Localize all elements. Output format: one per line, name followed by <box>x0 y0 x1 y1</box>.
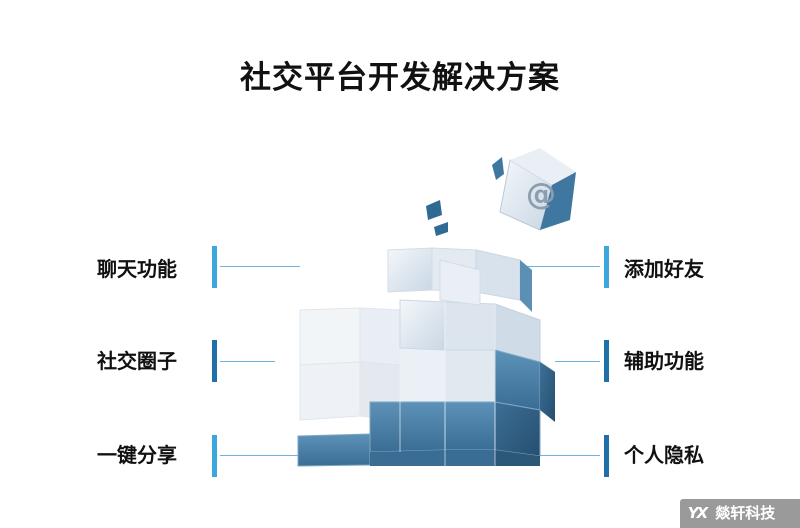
feature-privacy-bar <box>604 435 609 477</box>
svg-text:@: @ <box>526 177 556 212</box>
brand-logo: YX <box>687 504 708 522</box>
feature-add-friend-connector <box>520 266 600 267</box>
feature-assist: 辅助功能 <box>624 349 704 373</box>
feature-privacy: 个人隐私 <box>624 443 704 467</box>
feature-add-friend-bar <box>604 246 609 288</box>
feature-social-circle-bar <box>212 340 217 382</box>
brand-name: 燚轩科技 <box>715 504 776 522</box>
feature-assist-connector <box>555 361 600 362</box>
feature-add-friend: 添加好友 <box>624 257 704 281</box>
at-sign-icon: @ <box>499 148 576 231</box>
feature-share-connector <box>220 455 300 456</box>
feature-share-bar <box>212 435 217 477</box>
feature-chat: 聊天功能 <box>97 257 177 281</box>
feature-assist-bar <box>604 340 609 382</box>
feature-social-circle: 社交圈子 <box>97 349 177 373</box>
cube-stack-icon: @ <box>297 148 576 467</box>
feature-social-circle-connector <box>220 361 275 362</box>
feature-privacy-connector <box>520 455 600 456</box>
brand-watermark: YX 燚轩科技 <box>680 499 800 528</box>
feature-chat-connector <box>220 266 300 267</box>
page-title: 社交平台开发解决方案 <box>240 60 560 96</box>
feature-chat-bar <box>212 246 217 288</box>
feature-share: 一键分享 <box>97 443 177 467</box>
